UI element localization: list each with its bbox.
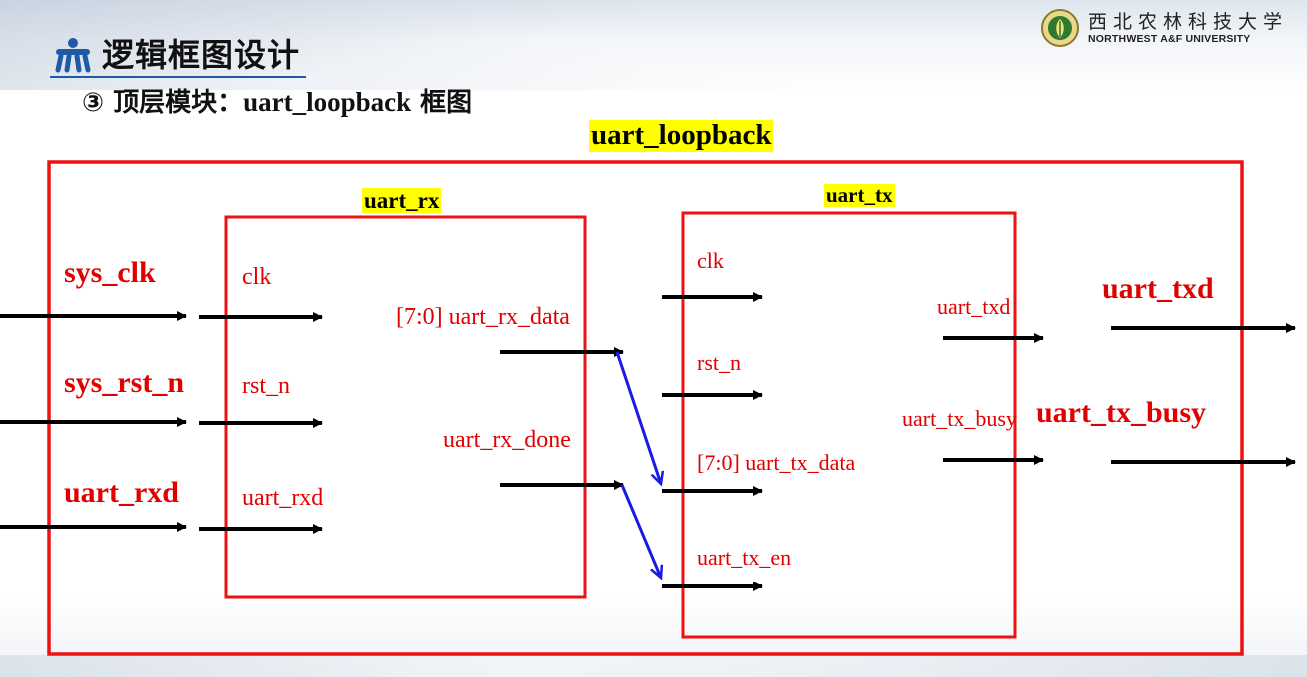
- sys-clk-label: sys_clk: [64, 256, 156, 289]
- sys-rst-n-label: sys_rst_n: [64, 366, 185, 399]
- uart-txd-output-label: uart_txd: [1102, 272, 1214, 305]
- university-name-en: NORTHWEST A&F UNIVERSITY: [1088, 33, 1251, 45]
- rx-clk-port-label: clk: [242, 264, 272, 290]
- university-name-cn: 西北农林科技大学: [1088, 11, 1289, 33]
- subtitle-suffix: 框图: [411, 88, 473, 118]
- rx-data-to-tx-data-connection: [615, 351, 661, 484]
- uart-loopback-module-box: [47, 160, 1244, 656]
- tx-output-arrows: [943, 333, 1044, 465]
- label-backdrop: [232, 236, 278, 306]
- puzzle-logo-icon: [55, 38, 91, 73]
- rx-input-arrows: [199, 312, 323, 534]
- label-backdrop: [1092, 250, 1238, 312]
- university-emblem-icon: [1041, 9, 1079, 47]
- rx-rst-n-port-label: rst_n: [242, 373, 290, 399]
- tx-clk-port-label: clk: [697, 248, 724, 273]
- tx-data-port-label: [7:0] uart_tx_data: [697, 450, 856, 475]
- tx-busy-port-label: uart_tx_busy: [902, 406, 1017, 431]
- tx-en-port-label: uart_tx_en: [697, 545, 792, 570]
- label-backdrop: [54, 350, 204, 410]
- subtitle-module: uart_loopback: [243, 87, 412, 117]
- label-backdrop: [54, 463, 198, 518]
- subtitle-prefix: ③ 顶层模块：: [82, 88, 244, 118]
- label-backdrop: [232, 454, 354, 524]
- label-backdrop: [1030, 380, 1236, 442]
- uart-rxd-label: uart_rxd: [64, 476, 179, 509]
- label-backdrop: [690, 520, 798, 582]
- uart-tx-module-box: [681, 211, 1017, 639]
- rx-output-arrows: [500, 347, 624, 490]
- rx-done-port-label: uart_rx_done: [443, 427, 571, 453]
- label-backdrop: [382, 272, 578, 344]
- page-subtitle: ③ 顶层模块：uart_loopback 框图: [82, 82, 472, 119]
- tx-module-name: uart_tx: [824, 183, 895, 208]
- label-backdrop: [847, 262, 1009, 330]
- label-backdrop: [690, 424, 844, 486]
- page-title-text: 逻辑框图设计: [102, 36, 301, 74]
- rx-data-port-label: [7:0] uart_rx_data: [396, 304, 570, 330]
- label-backdrop: [54, 236, 181, 296]
- uart-tx-busy-output-label: uart_tx_busy: [1036, 396, 1207, 429]
- rx-done-to-tx-en-connection: [620, 484, 661, 578]
- label-backdrop: [232, 346, 308, 416]
- tx-rst-n-port-label: rst_n: [697, 350, 741, 375]
- tx-txd-port-label: uart_txd: [937, 294, 1011, 319]
- footer-decoration: [0, 655, 1307, 677]
- university-logo: 西北农林科技大学 NORTHWEST A&F UNIVERSITY: [1040, 8, 1288, 48]
- rx-uart-rxd-port-label: uart_rxd: [242, 485, 324, 511]
- university-name: 西北农林科技大学 NORTHWEST A&F UNIVERSITY: [1088, 11, 1288, 45]
- top-output-arrows: [1111, 323, 1296, 467]
- label-backdrop: [690, 228, 746, 290]
- inter-module-connections: [615, 351, 661, 578]
- page-title: 逻辑框图设计: [50, 30, 307, 78]
- label-backdrop: [690, 320, 754, 390]
- label-backdrop: [893, 390, 1013, 448]
- label-backdrop: [434, 398, 580, 470]
- top-input-arrows: [0, 311, 187, 532]
- uart-rx-module-box: [224, 215, 587, 599]
- tx-input-arrows: [662, 292, 763, 591]
- rx-module-name: uart_rx: [362, 188, 442, 214]
- top-module-name: uart_loopback: [589, 119, 774, 152]
